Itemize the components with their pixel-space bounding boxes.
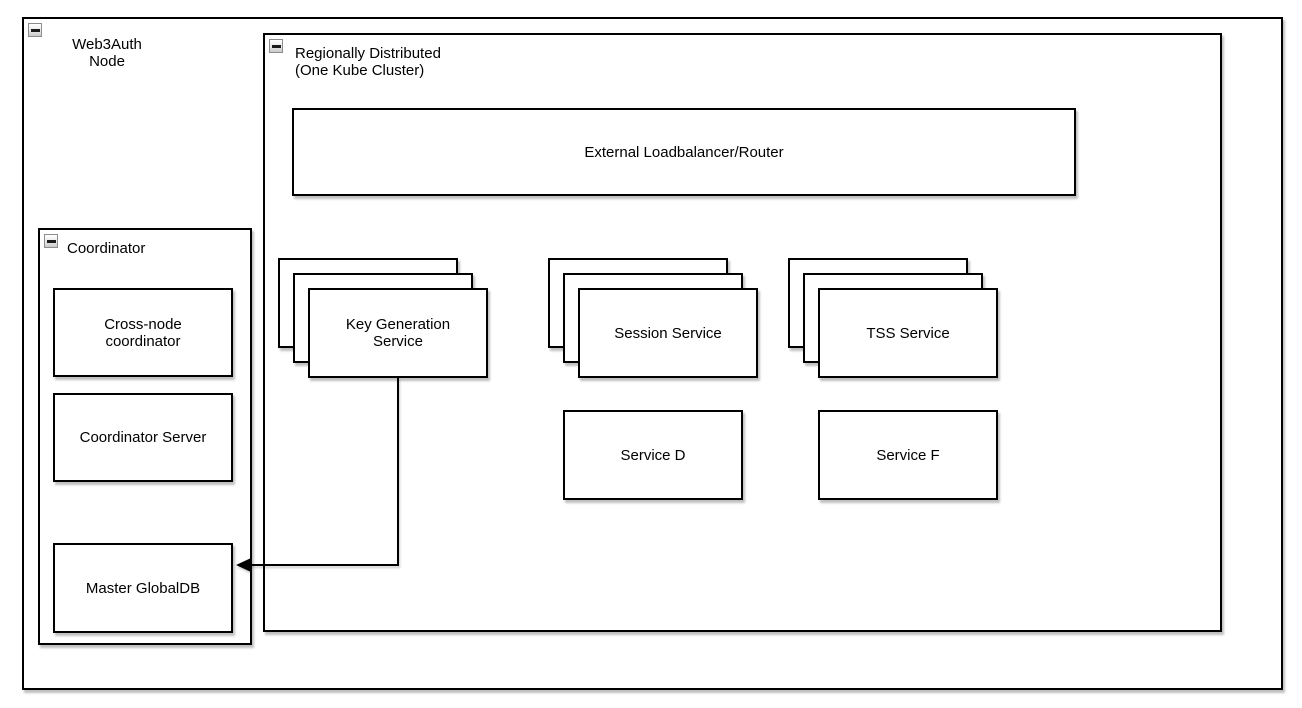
collapse-minus-icon[interactable] <box>28 23 42 37</box>
key-generation-service-node[interactable]: Key Generation Service <box>308 288 488 378</box>
external-loadbalancer-node[interactable]: External Loadbalancer/Router <box>292 108 1076 196</box>
tss-service-label: TSS Service <box>866 324 950 342</box>
collapse-minus-icon[interactable] <box>44 234 58 248</box>
key-generation-service-label: Key Generation Service <box>345 316 451 350</box>
master-globaldb-node[interactable]: Master GlobalDB <box>53 543 233 633</box>
master-globaldb-label: Master GlobalDB <box>85 579 201 597</box>
minus-glyph <box>46 239 56 243</box>
tss-service-node[interactable]: TSS Service <box>818 288 998 378</box>
minus-glyph <box>271 44 281 48</box>
service-d-label: Service D <box>620 446 686 464</box>
collapse-minus-icon[interactable] <box>269 39 283 53</box>
service-f-node[interactable]: Service F <box>818 410 998 500</box>
service-d-node[interactable]: Service D <box>563 410 743 500</box>
coordinator-server-label: Coordinator Server <box>79 429 207 446</box>
session-service-node[interactable]: Session Service <box>578 288 758 378</box>
kube-cluster-title: Regionally Distributed (One Kube Cluster… <box>295 45 441 79</box>
cross-node-coordinator-label: Cross-node coordinator <box>104 315 182 350</box>
web3auth-node-title: Web3Auth Node <box>72 36 142 70</box>
service-f-label: Service F <box>876 446 940 464</box>
external-loadbalancer-label: External Loadbalancer/Router <box>584 143 784 161</box>
coordinator-server-node[interactable]: Coordinator Server <box>53 393 233 482</box>
coordinator-title: Coordinator <box>67 240 146 257</box>
session-service-label: Session Service <box>614 324 722 342</box>
cross-node-coordinator-node[interactable]: Cross-node coordinator <box>53 288 233 377</box>
minus-glyph <box>30 28 40 32</box>
